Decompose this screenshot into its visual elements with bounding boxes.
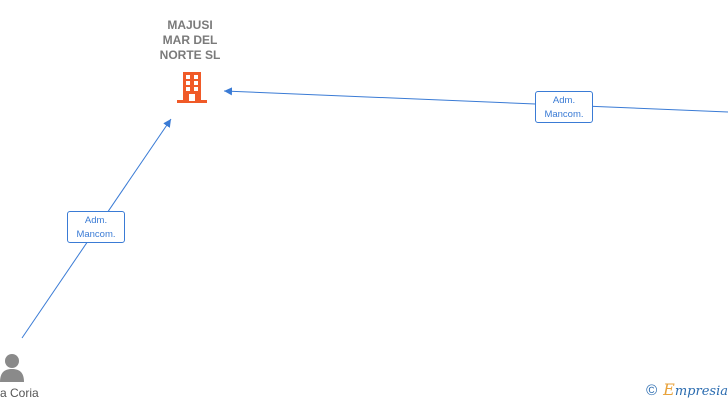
edge-label-right[interactable]: Adm. Mancom. [535, 91, 593, 123]
edge-line-right-to-company [223, 87, 728, 113]
brand-rest: mpresia [674, 384, 728, 399]
company-name[interactable]: MAJUSI MAR DEL NORTE SL [159, 18, 221, 62]
copyright-symbol: © [646, 382, 658, 399]
empresia-watermark: © Empresia [646, 380, 728, 399]
brand-first-letter: E [663, 380, 675, 399]
building-icon[interactable] [176, 70, 208, 104]
person-name[interactable]: a Coria [0, 386, 39, 400]
person-icon[interactable] [0, 352, 26, 382]
edge-label-person[interactable]: Adm. Mancom. [67, 211, 125, 243]
